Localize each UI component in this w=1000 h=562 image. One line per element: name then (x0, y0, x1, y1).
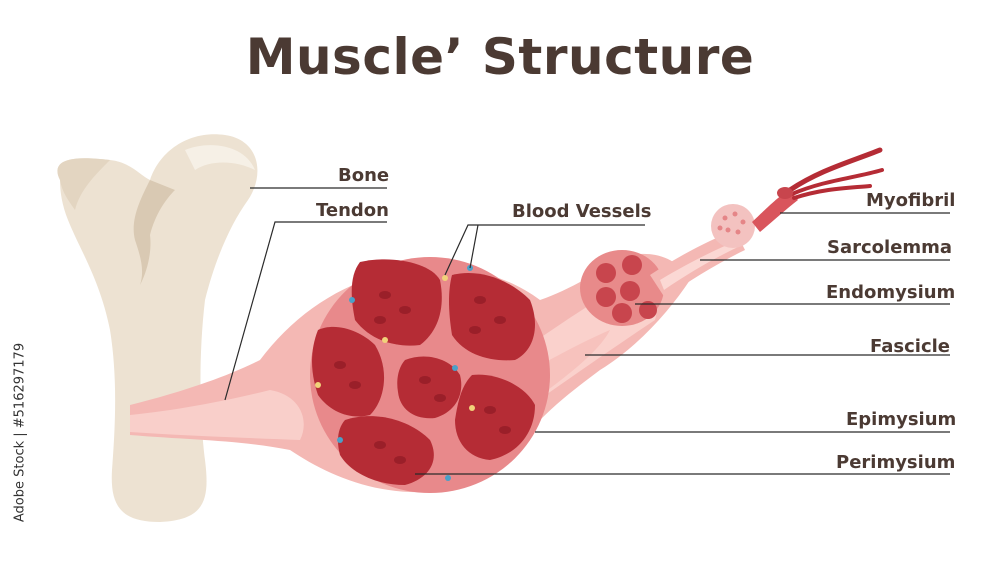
label-sarcolemma: Sarcolemma (827, 237, 953, 258)
label-perimysium: Perimysium (836, 452, 956, 473)
page-title: Muscle’ Structure (245, 28, 755, 86)
stock-watermark: Adobe Stock | #516297179 (10, 330, 30, 540)
leader-lines (224, 187, 950, 475)
myofibril (752, 147, 884, 232)
label-epimysium: Epimysium (846, 409, 957, 430)
label-fascicle: Fascicle (870, 336, 950, 357)
label-tendon: Tendon (316, 200, 389, 221)
label-blood-vessels: Blood Vessels (512, 201, 652, 222)
endomysium-bundle (580, 250, 664, 326)
stock-watermark-text: Adobe Stock | #516297179 (12, 342, 28, 523)
label-myofibril: Myofibril (866, 190, 956, 211)
muscle-fiber (650, 204, 755, 298)
bone (57, 134, 258, 522)
label-endomysium: Endomysium (826, 282, 956, 303)
label-bone: Bone (338, 165, 390, 186)
fascicle-cross-section (310, 257, 550, 493)
